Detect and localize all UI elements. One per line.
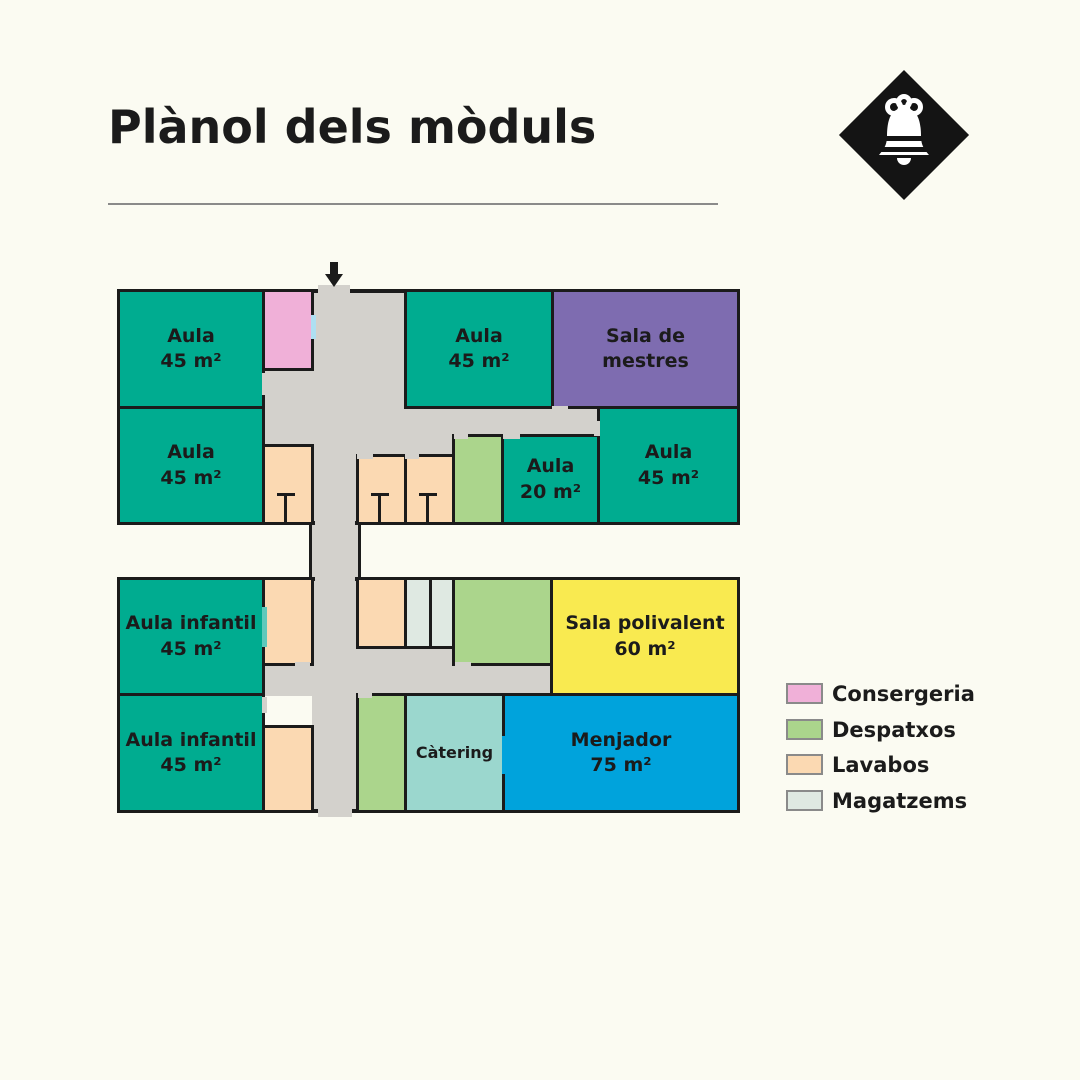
aula-1: Aula 45 m² (117, 289, 265, 409)
stall-lavabo-1-stem (284, 493, 287, 523)
lavabo-2 (356, 454, 407, 525)
lavabo-6 (262, 725, 314, 813)
aula-4: Aula 45 m² (597, 406, 740, 525)
aula-infantil-2: Aula infantil 45 m² (117, 693, 265, 813)
lavabo-5 (356, 577, 407, 649)
lavabo-3 (404, 454, 455, 525)
page-title: Plànol dels mòduls (108, 100, 597, 154)
sala-de-mestres: Sala de mestres (551, 289, 740, 409)
gap-aula20-top (503, 434, 520, 439)
legend-swatch-despatxos (786, 718, 823, 740)
lavabo-4 (262, 577, 314, 666)
sala-polivalent-label: Sala polivalent 60 m² (565, 612, 725, 660)
despatx-1 (452, 434, 504, 525)
aula-infantil-1: Aula infantil 45 m² (117, 577, 265, 696)
legend-label-magatzems: Magatzems (832, 788, 968, 813)
entrance-arrow-stem (330, 262, 338, 275)
gap-aula4-left (594, 421, 600, 436)
aula-20: Aula 20 m² (501, 434, 600, 525)
entry-gap (318, 285, 350, 297)
gap-lavabo3-top (405, 454, 419, 459)
aula-20-label: Aula 20 m² (519, 455, 582, 503)
aula-3-label: Aula 45 m² (160, 441, 222, 489)
door-menjador-catering (502, 736, 507, 774)
aula-3: Aula 45 m² (117, 406, 265, 525)
sala-polivalent: Sala polivalent 60 m² (550, 577, 740, 696)
aula-infantil-2-label: Aula infantil 45 m² (125, 728, 257, 776)
magatzem-2 (429, 577, 455, 649)
aula-infantil-1-label: Aula infantil 45 m² (125, 612, 257, 660)
legend-swatch-consergeria (786, 683, 823, 704)
door-consergeria (311, 315, 316, 339)
gap-lavabo2-top (357, 454, 373, 459)
catering: Càtering (404, 693, 505, 813)
catering-label: Càtering (415, 743, 494, 763)
stall-lavabo-2-stem (378, 493, 381, 523)
aula-2: Aula 45 m² (404, 289, 554, 409)
connector-wall-right (358, 519, 361, 583)
gap-aula1-right (262, 373, 267, 395)
legend-label-despatxos: Despatxos (832, 717, 956, 742)
legend-swatch-magatzems (786, 789, 823, 811)
despatx-2 (452, 577, 553, 666)
gap-despatx1-top (454, 434, 468, 439)
title-rule (108, 203, 718, 205)
exit-gap (318, 804, 352, 817)
aula-4-label: Aula 45 m² (637, 441, 700, 489)
gap-aula-infantil-2-right (262, 697, 267, 713)
door-aula-infantil-1 (262, 607, 267, 647)
magatzem-1 (404, 577, 432, 649)
connector (315, 519, 355, 585)
legend-label-lavabos: Lavabos (832, 753, 930, 777)
gap-lavabo4-bottom (295, 662, 310, 668)
stall-lavabo-3-stem (426, 493, 429, 523)
despatx-3 (356, 693, 407, 813)
legend-swatch-lavabos (786, 754, 823, 775)
gap-sala-mestres-bottom (552, 406, 568, 411)
gap-despatx3-top (358, 693, 372, 698)
school-logo (838, 69, 970, 201)
consergeria (262, 289, 314, 371)
lavabo-1 (262, 444, 314, 525)
bell-icon (877, 94, 931, 165)
aula-1-label: Aula 45 m² (160, 324, 222, 372)
connector-wall-left (309, 519, 312, 583)
sala-de-mestres-label: Sala de mestres (602, 324, 689, 372)
menjador-label: Menjador 75 m² (570, 728, 672, 776)
aula-2-label: Aula 45 m² (448, 324, 510, 372)
legend-label-consergeria: Consergeria (832, 682, 975, 706)
entrance-arrow-head (325, 274, 343, 287)
menjador: Menjador 75 m² (502, 693, 740, 813)
gap-despatx2-bottom (455, 662, 471, 668)
